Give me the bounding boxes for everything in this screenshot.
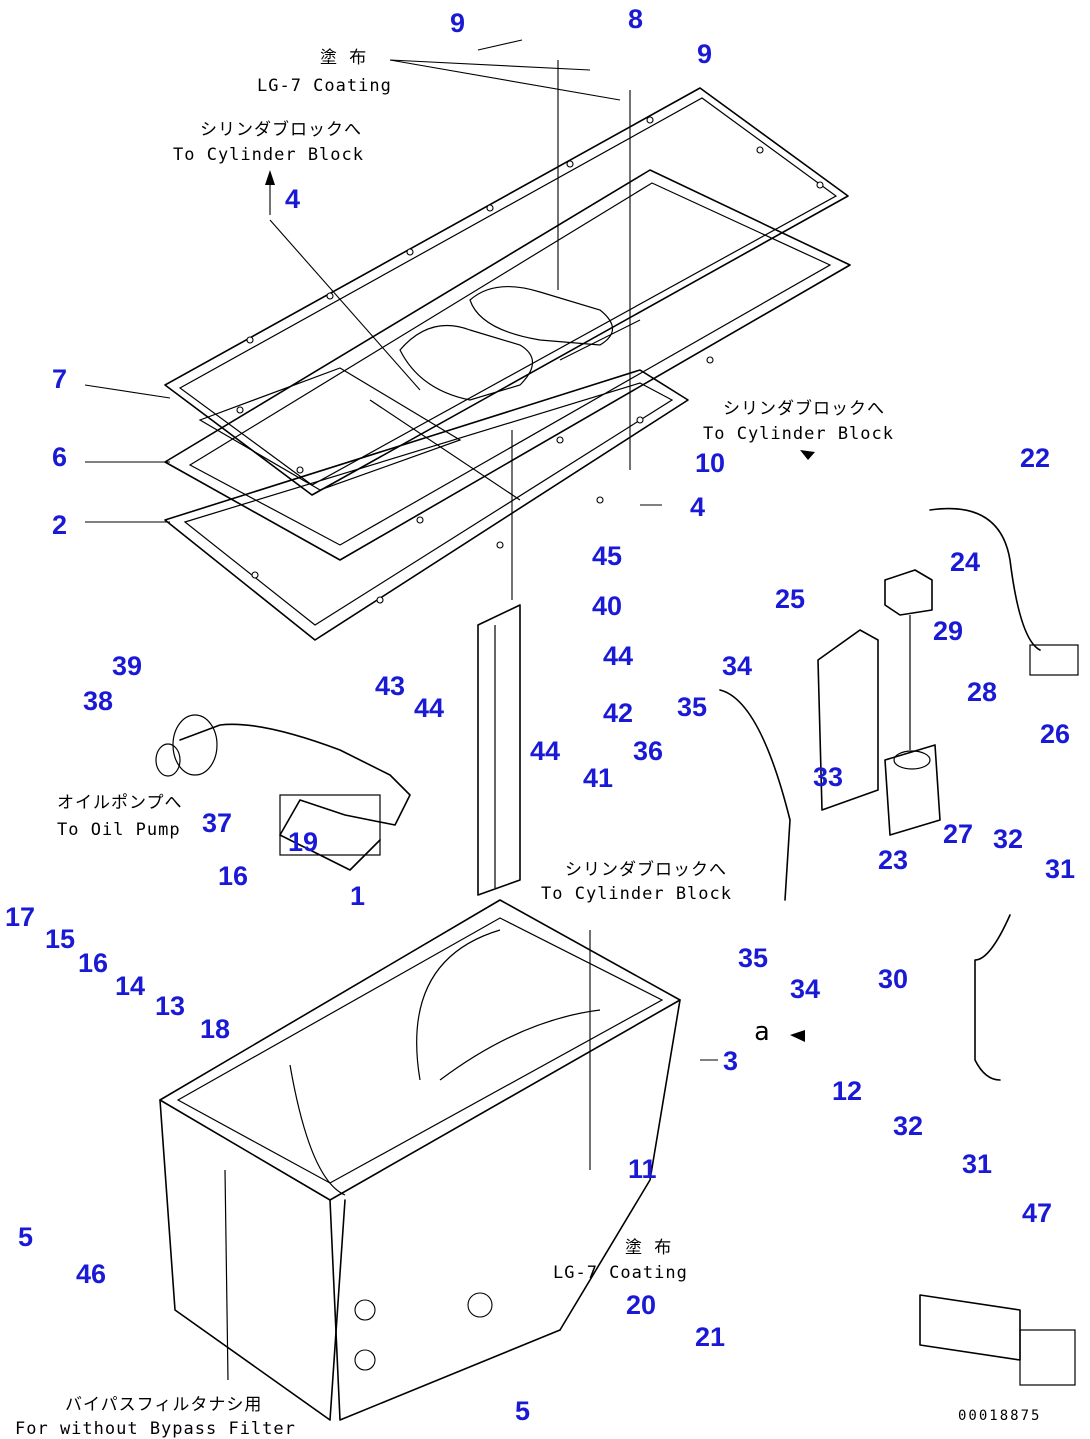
callout-9a: 9 [450, 8, 465, 38]
callout-34a: 34 [722, 651, 752, 681]
callout-27: 27 [943, 819, 973, 849]
hose-22 [929, 507, 1079, 676]
callout-6: 6 [52, 442, 67, 472]
callout-1: 1 [350, 881, 365, 911]
part-callouts: 9 8 9 4 7 6 2 10 4 22 24 25 29 28 45 40 … [5, 4, 1075, 1426]
callout-20: 20 [626, 1290, 656, 1320]
callout-28: 28 [967, 677, 997, 707]
arrow-view-a [790, 1030, 805, 1042]
gasket-6 [164, 169, 851, 561]
to-cylinder-block-2-en: To Cylinder Block [703, 424, 894, 444]
callout-39: 39 [112, 651, 142, 681]
plate-bolt-holes [236, 116, 824, 604]
callout-19: 19 [288, 827, 318, 857]
callout-25: 25 [775, 584, 805, 614]
callout-14: 14 [115, 971, 145, 1001]
callout-44b: 44 [414, 693, 444, 723]
top-plate-7 [164, 87, 849, 501]
callout-44a: 44 [603, 641, 633, 671]
callout-23: 23 [878, 845, 908, 875]
callout-24: 24 [950, 547, 980, 577]
callout-17: 17 [5, 902, 35, 932]
callout-5b: 5 [515, 1396, 530, 1426]
arrow-cyl-block-2 [800, 450, 815, 460]
to-cylinder-block-3-en: To Cylinder Block [541, 884, 732, 904]
callout-13: 13 [155, 991, 185, 1021]
callout-29: 29 [933, 616, 963, 646]
callout-26: 26 [1040, 719, 1070, 749]
callout-10: 10 [695, 448, 725, 478]
callout-16b: 16 [78, 948, 108, 978]
callout-4a: 4 [285, 184, 300, 214]
callout-43: 43 [375, 671, 405, 701]
filter-47 [919, 1294, 1076, 1386]
bypass-en: For without Bypass Filter [15, 1419, 296, 1439]
callout-35b: 35 [738, 943, 768, 973]
callout-34b: 34 [790, 974, 820, 1004]
oil-pan-1 [159, 899, 681, 1421]
coating-bottom-en: LG-7 Coating [553, 1263, 688, 1283]
callout-21: 21 [695, 1322, 725, 1352]
bypass-jp: バイパスフィルタナシ用 [65, 1395, 262, 1415]
notes: 塗 布 LG-7 Coating シリンダブロックへ To Cylinder B… [15, 47, 1041, 1439]
arrows [265, 170, 815, 1042]
callout-33: 33 [813, 762, 843, 792]
callout-41: 41 [583, 763, 613, 793]
callout-46: 46 [76, 1259, 106, 1289]
coating-bottom-jp: 塗 布 [625, 1237, 672, 1258]
callout-22: 22 [1020, 443, 1050, 473]
bracket-25 [817, 629, 879, 811]
callout-42: 42 [603, 698, 633, 728]
callout-16a: 16 [218, 861, 248, 891]
callout-18: 18 [200, 1014, 230, 1044]
bracket-40 [477, 604, 521, 896]
view-a-label: a [754, 1017, 771, 1047]
callout-37: 37 [202, 808, 232, 838]
level-gauge-33 [719, 689, 791, 901]
callout-5a: 5 [18, 1222, 33, 1252]
to-cylinder-block-1-jp: シリンダブロックへ [200, 119, 362, 140]
callout-9b: 9 [697, 39, 712, 69]
callout-32a: 32 [993, 824, 1023, 854]
housing-23 [884, 744, 941, 836]
pipe-30 [974, 914, 1011, 1081]
callout-3: 3 [723, 1046, 738, 1076]
to-cylinder-block-3-jp: シリンダブロックへ [565, 859, 727, 880]
callout-38: 38 [83, 686, 113, 716]
coating-top-jp: 塗 布 [320, 47, 367, 68]
to-oil-pump-en: To Oil Pump [57, 820, 181, 840]
leader-lines [84, 39, 718, 1170]
callout-4b: 4 [690, 492, 705, 522]
callout-12: 12 [832, 1076, 862, 1106]
callout-40: 40 [592, 591, 622, 621]
callout-8: 8 [628, 4, 643, 34]
to-oil-pump-jp: オイルポンプへ [57, 793, 183, 813]
suction-pipe-37 [155, 714, 411, 871]
callout-2: 2 [52, 510, 67, 540]
coating-top-en: LG-7 Coating [257, 76, 392, 96]
gasket-2 [164, 369, 689, 641]
callout-32b: 32 [893, 1111, 923, 1141]
filter-cap-24 [884, 569, 933, 750]
arrow-to-cylinder-block [265, 170, 275, 185]
callout-31a: 31 [1045, 854, 1075, 884]
callout-7: 7 [52, 364, 67, 394]
callout-45: 45 [592, 541, 622, 571]
callout-30: 30 [878, 964, 908, 994]
callout-44c: 44 [530, 736, 560, 766]
to-cylinder-block-2-jp: シリンダブロックへ [723, 398, 885, 419]
to-cylinder-block-1-en: To Cylinder Block [173, 145, 364, 165]
callout-47: 47 [1022, 1198, 1052, 1228]
drawing-number: 00018875 [958, 1408, 1041, 1424]
callout-15: 15 [45, 924, 75, 954]
callout-35a: 35 [677, 692, 707, 722]
callout-11: 11 [628, 1154, 657, 1184]
callout-36: 36 [633, 736, 663, 766]
callout-31b: 31 [962, 1149, 992, 1179]
